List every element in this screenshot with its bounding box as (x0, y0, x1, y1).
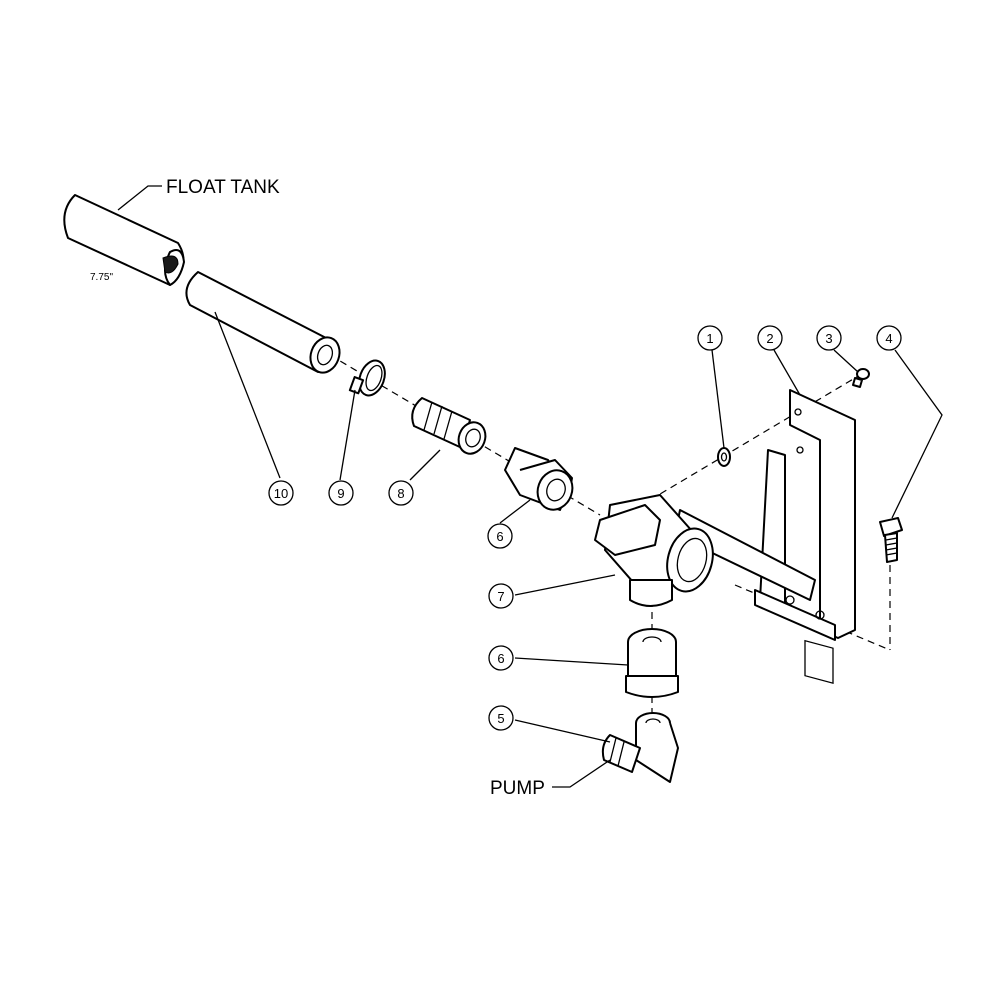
svg-text:2: 2 (766, 331, 773, 346)
leader-pump (552, 759, 611, 788)
leader-8 (409, 449, 441, 481)
svg-text:6: 6 (497, 651, 504, 666)
svg-text:4: 4 (885, 331, 892, 346)
callout-3: 3 (816, 325, 842, 351)
pump-label: PUMP (490, 778, 545, 799)
coupling-nut-part-6-upper (504, 447, 574, 511)
callout-4: 4 (876, 325, 902, 351)
leader-2 (773, 349, 801, 396)
float-tank-label: FLOAT TANK (166, 177, 280, 198)
screw-part-3 (852, 368, 870, 388)
callout-8: 8 (388, 480, 414, 506)
callout-7: 7 (488, 583, 514, 609)
svg-text:5: 5 (497, 711, 504, 726)
callout-2: 2 (757, 325, 783, 351)
callout-6-lower: 6 (488, 645, 514, 671)
hose-barb-part-8 (411, 397, 487, 455)
leader-4 (891, 349, 943, 519)
callout-5: 5 (488, 705, 514, 731)
svg-text:7: 7 (497, 589, 504, 604)
hose-clamp-part-9 (348, 359, 386, 397)
svg-text:1: 1 (706, 331, 713, 346)
leader-9 (339, 389, 356, 481)
ball-valve-part-7 (594, 494, 816, 607)
length-dimension-label: 7.75" (90, 272, 113, 283)
svg-text:3: 3 (825, 331, 832, 346)
centerline-bracket (649, 374, 861, 501)
coupling-part-6-lower (625, 628, 679, 698)
leader-6-lower (514, 657, 629, 666)
leader-7 (514, 574, 616, 596)
leader-3 (833, 349, 859, 373)
mounting-bracket-part-2 (754, 389, 856, 685)
leader-float-tank (117, 185, 162, 211)
leader-5 (514, 719, 611, 743)
callout-9: 9 (328, 480, 354, 506)
callout-10: 10 (268, 480, 294, 506)
callout-6-upper: 6 (487, 523, 513, 549)
washer-part-1 (717, 447, 731, 467)
float-tank-pipe (63, 194, 185, 286)
leader-10 (214, 311, 281, 479)
svg-text:6: 6 (496, 529, 503, 544)
hose-part-10 (185, 271, 341, 374)
elbow-barb-part-5 (601, 712, 679, 783)
svg-text:9: 9 (337, 486, 344, 501)
bolt-part-4 (879, 517, 903, 563)
leader-6-upper (499, 499, 531, 524)
leader-lines (117, 185, 943, 788)
leader-1 (711, 349, 725, 449)
svg-text:10: 10 (274, 486, 288, 501)
callout-1: 1 (697, 325, 723, 351)
svg-text:8: 8 (397, 486, 404, 501)
